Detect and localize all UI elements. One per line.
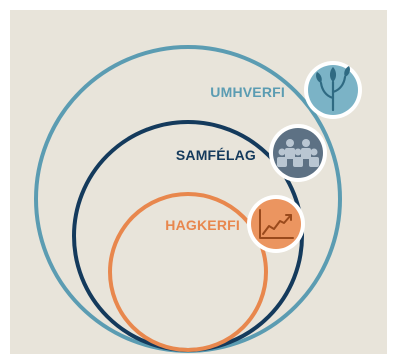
hagkerfi-label: HAGKERFI: [165, 217, 240, 233]
umhverfi-label: UMHVERFI: [210, 84, 285, 100]
growth-chart-icon: [247, 195, 305, 253]
nested-circles-diagram: UMHVERFI SAMFÉLAG HAGKERFI: [34, 45, 362, 353]
diagram-panel: UMHVERFI SAMFÉLAG HAGKERFI: [10, 10, 387, 354]
hagkerfi-circle: [108, 192, 268, 352]
samfelag-label: SAMFÉLAG: [176, 147, 256, 163]
people-icon: [269, 124, 327, 182]
plant-icon: [304, 61, 362, 119]
